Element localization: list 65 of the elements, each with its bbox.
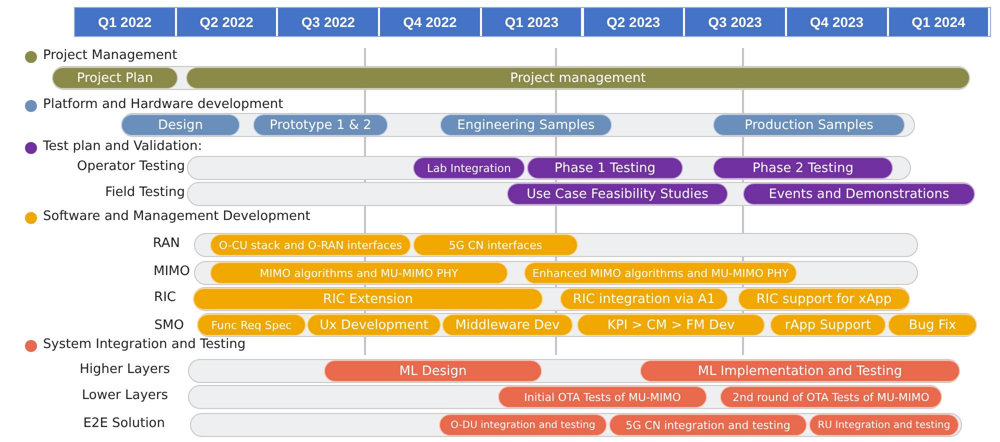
quarter-header: Q1 2024 [888, 8, 990, 36]
task-bar: Production Samples [713, 114, 905, 136]
row-label: Lower Layers [82, 388, 168, 403]
track-bar [188, 385, 942, 409]
quarter-header: Q3 2022 [278, 8, 380, 36]
quarter-header: Q4 2023 [786, 8, 889, 36]
task-bar: MIMO algorithms and MU-MIMO PHY [210, 262, 508, 284]
section-heading: Project Management [43, 48, 178, 63]
track-bar [188, 359, 960, 383]
row-label: RIC [154, 290, 176, 305]
task-bar: Initial OTA Tests of MU-MIMO [498, 386, 707, 408]
row-label: Field Testing [105, 185, 185, 200]
row-label: RAN [152, 236, 180, 251]
row-label: Operator Testing [76, 159, 185, 174]
track-bar [197, 313, 977, 337]
task-bar: rApp Support [770, 314, 886, 336]
task-bar: Prototype 1 & 2 [253, 114, 388, 136]
task-bar: Engineering Samples [440, 114, 612, 136]
task-bar: Ux Development [307, 314, 441, 336]
track-bar [193, 287, 910, 311]
quarter-header: Q4 2022 [380, 8, 482, 36]
track-bar [187, 182, 975, 206]
track-bar [187, 156, 911, 180]
task-bar: Phase 2 Testing [713, 157, 893, 179]
row-label: E2E Solution [83, 416, 165, 431]
task-bar: Bug Fix [888, 314, 977, 336]
task-bar: Func Req Spec [197, 314, 306, 336]
task-bar: Project management [186, 67, 970, 89]
task-bar: O-DU integration and testing [439, 414, 607, 436]
task-bar: Middleware Dev [442, 314, 573, 336]
quarter-header: Q1 2022 [75, 8, 177, 36]
task-bar: O-CU stack and O-RAN interfaces [210, 234, 411, 256]
row-label: MIMO [154, 264, 190, 279]
task-bar: Enhanced MIMO algorithms and MU-MIMO PHY [524, 262, 797, 284]
quarter-header: Q2 2022 [176, 8, 278, 36]
task-bar: Design [121, 114, 240, 136]
row-label: SMO [154, 318, 184, 333]
quarter-header: Q3 2023 [685, 8, 787, 36]
task-bar: 2nd round of OTA Tests of MU-MIMO [720, 386, 942, 408]
task-bar: ML Implementation and Testing [640, 360, 960, 382]
task-bar: 5G CN interfaces [413, 234, 578, 256]
section-heading: System Integration and Testing [43, 337, 246, 352]
track-bar [194, 261, 918, 285]
task-bar: RIC Extension [193, 288, 543, 310]
track-bar [52, 66, 970, 90]
task-bar: Use Case Feasibility Studies [507, 183, 728, 205]
quarter-header: Q1 2023 [482, 8, 584, 36]
section-heading: Platform and Hardware development [43, 97, 284, 112]
task-bar: Events and Demonstrations [743, 183, 975, 205]
task-bar: ML Design [324, 360, 542, 382]
task-bar: Phase 1 Testing [527, 157, 683, 179]
task-bar: 5G CN integration and testing [609, 414, 807, 436]
track-bar [190, 413, 962, 437]
task-bar: RU Integration and testing [809, 414, 959, 436]
track-bar [121, 113, 915, 137]
task-bar: KPI > CM > FM Dev [577, 314, 765, 336]
section-heading: Software and Management Development [43, 209, 310, 224]
track-bar [194, 233, 918, 257]
task-bar: Project Plan [52, 67, 178, 89]
task-bar: Lab Integration [413, 157, 525, 179]
section-heading: Test plan and Validation: [43, 139, 202, 154]
row-label: Higher Layers [80, 362, 170, 377]
task-bar: RIC support for xApp [738, 288, 910, 310]
task-bar: RIC integration via A1 [560, 288, 728, 310]
quarter-header: Q2 2023 [584, 8, 686, 36]
